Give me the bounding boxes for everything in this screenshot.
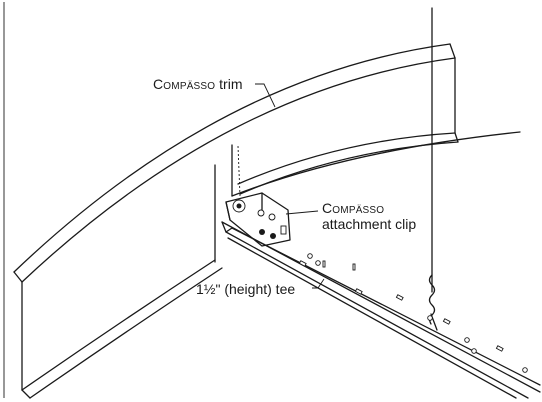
main-tee [221,221,541,399]
trim-label: Compässo trim [153,76,243,92]
tee-leader [312,278,325,289]
tee-label: 1½" (height) tee [196,281,296,297]
attachment-clip [225,192,291,247]
trim-leader [255,83,276,108]
hanger-wire [428,7,438,331]
clip-label-line2: attachment clip [322,216,417,232]
compasso-trim [13,43,521,399]
clip-label: Compässo attachment clip [322,200,416,232]
clip-leader [285,210,319,215]
clip-label-brand: Compässo [322,200,385,216]
